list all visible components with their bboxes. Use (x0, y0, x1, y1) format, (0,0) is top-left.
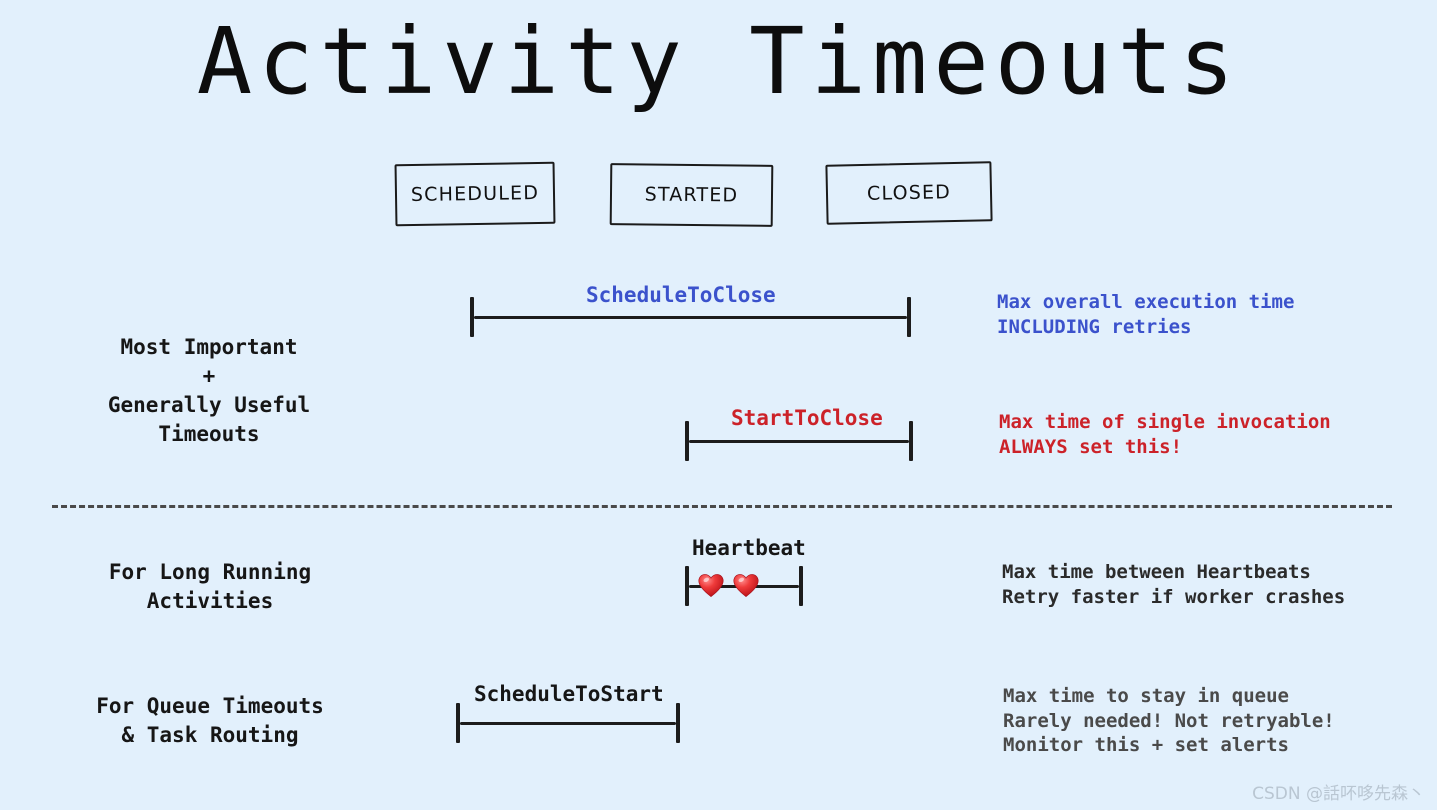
group-label-long-running: For Long Running Activities (108, 560, 312, 613)
timeout-label-scheduletoclose: ScheduleToClose (586, 283, 776, 307)
state-box-started: STARTED (609, 163, 774, 227)
timeout-bar-starttoclose (685, 421, 913, 461)
state-box-scheduled: SCHEDULED (394, 161, 556, 227)
state-box-scheduled-label: SCHEDULED (410, 181, 540, 207)
bar-cap-right-icon (909, 421, 913, 461)
note-heartbeat: Max time between Heartbeats Retry faster… (1002, 561, 1346, 608)
heart-icon (698, 573, 724, 599)
note-scheduletoclose: Max overall execution time INCLUDING ret… (997, 291, 1295, 338)
page-title: Activity Timeouts (196, 8, 1241, 115)
note-scheduletostart: Max time to stay in queue Rarely needed!… (1003, 685, 1335, 756)
heart-icon (733, 573, 759, 599)
section-divider (52, 505, 1392, 508)
timeout-bar-scheduletoclose (470, 297, 911, 337)
bar-line (689, 440, 909, 443)
timeout-bar-heartbeat (685, 566, 803, 606)
state-box-started-label: STARTED (644, 183, 739, 207)
state-box-closed-label: CLOSED (866, 181, 952, 205)
bar-cap-left-icon (470, 297, 474, 337)
timeout-label-scheduletostart: ScheduleToStart (474, 682, 664, 706)
timeout-label-heartbeat: Heartbeat (692, 536, 806, 560)
watermark: CSDN @話吥哆先森丶 (1252, 784, 1425, 804)
bar-cap-left-icon (456, 703, 460, 743)
bar-cap-left-icon (685, 566, 689, 606)
timeout-bar-scheduletostart (456, 703, 680, 743)
bar-cap-right-icon (907, 297, 911, 337)
bar-cap-right-icon (799, 566, 803, 606)
group-label-queue-timeouts: For Queue Timeouts & Task Routing (96, 694, 324, 747)
timeout-label-starttoclose: StartToClose (731, 406, 883, 430)
bar-cap-right-icon (676, 703, 680, 743)
group-label-most-important: Most Important + Generally Useful Timeou… (107, 335, 311, 446)
bar-cap-left-icon (685, 421, 689, 461)
bar-line (460, 722, 676, 725)
note-starttoclose: Max time of single invocation ALWAYS set… (999, 411, 1331, 458)
bar-line (474, 316, 907, 319)
state-box-closed: CLOSED (825, 161, 993, 225)
